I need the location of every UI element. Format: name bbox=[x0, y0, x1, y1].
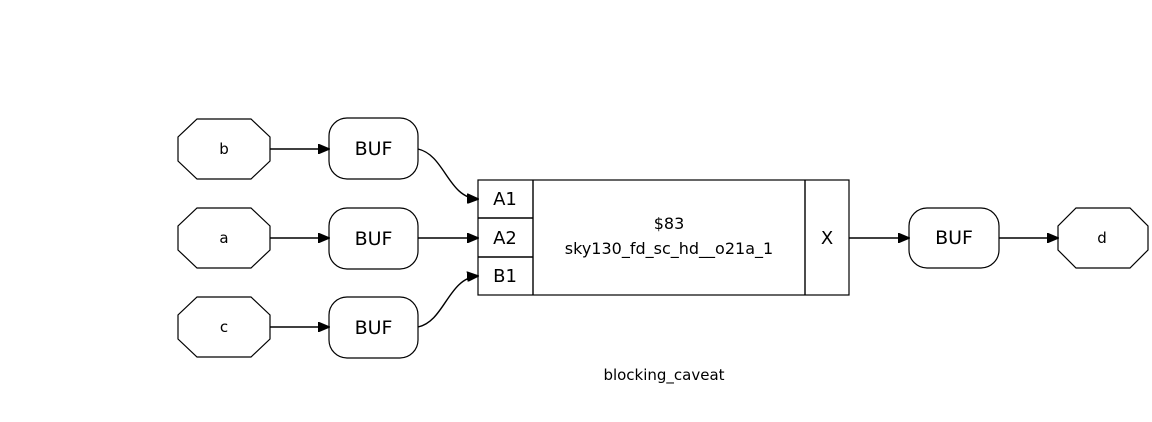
buffer-output-label: BUF bbox=[935, 227, 973, 249]
pin-x-label: X bbox=[821, 228, 833, 249]
pin-b1-label: B1 bbox=[493, 266, 517, 287]
input-port-c[interactable]: c bbox=[177, 296, 271, 358]
buffer-a-label: BUF bbox=[355, 228, 393, 250]
cell-o21a[interactable]: A1 A2 B1 X $83 sky130_fd_sc_hd__o21a_1 bbox=[477, 179, 850, 296]
wire-buffer-c-to-b1 bbox=[417, 276, 478, 328]
output-port-d[interactable]: d bbox=[1057, 207, 1149, 269]
pin-a1-label: A1 bbox=[493, 189, 517, 210]
buffer-c[interactable]: BUF bbox=[328, 296, 419, 359]
buffer-c-label: BUF bbox=[355, 317, 393, 339]
buffer-a[interactable]: BUF bbox=[328, 207, 419, 270]
diagram-title: blocking_caveat bbox=[603, 366, 724, 385]
input-port-a[interactable]: a bbox=[177, 207, 271, 269]
input-port-b[interactable]: b bbox=[177, 118, 271, 180]
cell-id-label: $83 bbox=[654, 214, 685, 233]
buffer-b-label: BUF bbox=[355, 138, 393, 160]
input-port-a-label: a bbox=[219, 229, 228, 247]
cell-type-label: sky130_fd_sc_hd__o21a_1 bbox=[565, 239, 773, 259]
pin-a2-label: A2 bbox=[493, 228, 517, 249]
input-port-c-label: c bbox=[220, 318, 228, 336]
wire-buffer-b-to-a1 bbox=[417, 148, 478, 199]
input-port-b-label: b bbox=[219, 140, 229, 158]
buffer-b[interactable]: BUF bbox=[328, 117, 419, 180]
buffer-output[interactable]: BUF bbox=[908, 207, 1000, 269]
output-port-d-label: d bbox=[1097, 229, 1107, 247]
